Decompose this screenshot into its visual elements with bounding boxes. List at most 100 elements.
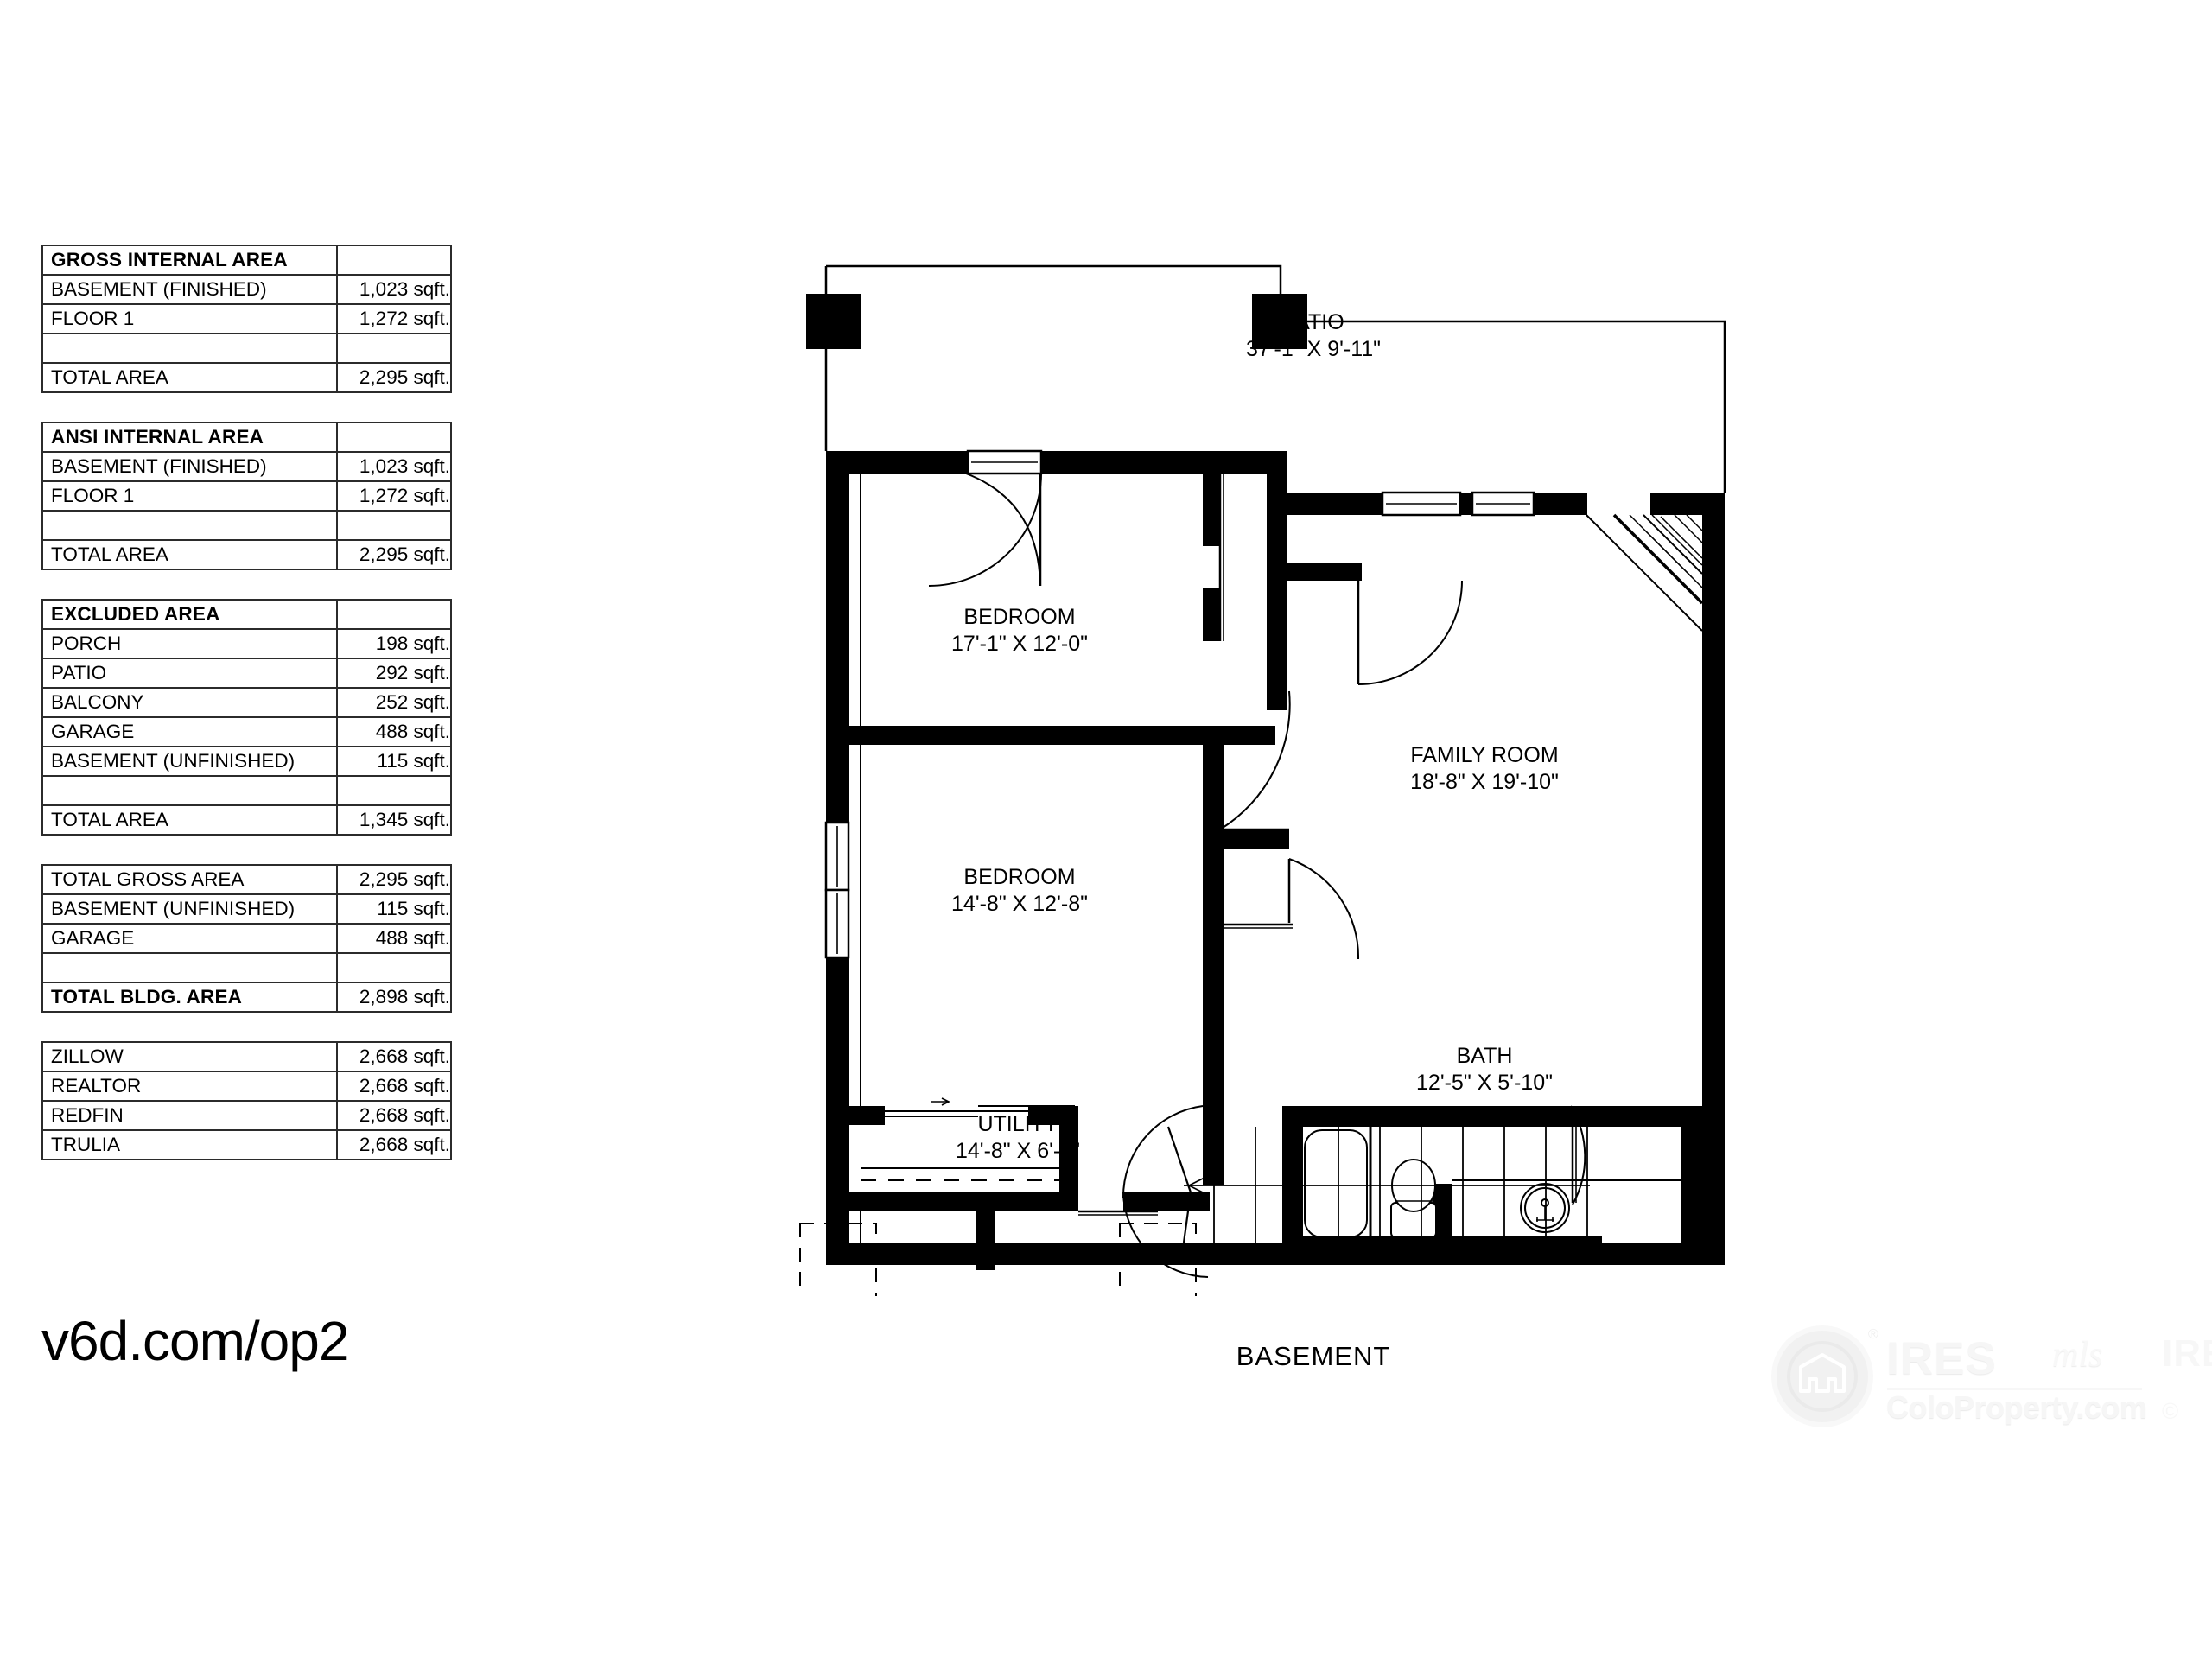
patio-post-right: [1252, 294, 1307, 349]
table-total-building-area: TOTAL GROSS AREA 2,295 sqft. BASEMENT (U…: [41, 864, 452, 1013]
room-label-family-room: FAMILY ROOM 18'-8" X 19'-10": [1410, 742, 1559, 795]
row-label: ANSI INTERNAL AREA: [41, 422, 338, 453]
row-value: [336, 599, 452, 630]
staircase: [1166, 1126, 1590, 1243]
row-value: 198 sqft.: [336, 628, 452, 659]
logo-mls-text: mls: [2052, 1335, 2103, 1375]
row-label: PORCH: [41, 628, 338, 659]
table-row-spacer: [41, 510, 452, 541]
row-value: [336, 510, 452, 541]
row-value: 2,295 sqft.: [336, 539, 452, 570]
row-label: REDFIN: [41, 1100, 338, 1131]
row-value: 2,668 sqft.: [336, 1100, 452, 1131]
patio-post-left: [806, 294, 861, 349]
row-value: 1,023 sqft.: [336, 274, 452, 305]
row-value: [336, 775, 452, 806]
room-dimensions: 14'-8" X 6'-9": [955, 1138, 1081, 1163]
row-value: 252 sqft.: [336, 687, 452, 718]
door-bath: [1570, 1105, 1586, 1205]
badge-ring: [1787, 1341, 1858, 1412]
table-ansi-internal-area: ANSI INTERNAL AREA BASEMENT (FINISHED) 1…: [41, 422, 452, 570]
table-row: EXCLUDED AREA: [41, 599, 452, 630]
door-bedroom2-family: [1224, 858, 1360, 960]
row-value: 1,023 sqft.: [336, 451, 452, 482]
row-value: 2,668 sqft.: [336, 1041, 452, 1072]
bathtub-icon: [1304, 1129, 1368, 1238]
table-row: ZILLOW 2,668 sqft.: [41, 1041, 452, 1072]
table-row: TOTAL BLDG. AREA 2,898 sqft.: [41, 982, 452, 1013]
stair-treads: [1213, 1127, 1588, 1243]
row-label: BASEMENT (FINISHED): [41, 451, 338, 482]
table-row: GROSS INTERNAL AREA: [41, 245, 452, 276]
room-dimensions: 37'-1" X 9'-11": [1245, 336, 1382, 361]
row-label: FLOOR 1: [41, 480, 338, 512]
table-row-spacer: [41, 952, 452, 983]
row-label: BASEMENT (UNFINISHED): [41, 893, 338, 925]
table-row: REALTOR 2,668 sqft.: [41, 1071, 452, 1102]
table-row: FLOOR 1 1,272 sqft.: [41, 303, 452, 334]
row-label: GARAGE: [41, 923, 338, 954]
room-name: BEDROOM: [963, 865, 1076, 889]
room-label-patio: PATIO 37'-1" X 9'-11": [1246, 309, 1381, 362]
room-label-bath: BATH 12'-5" X 5'-10": [1416, 1043, 1553, 1096]
row-label: TOTAL GROSS AREA: [41, 864, 338, 895]
table-row: BALCONY 252 sqft.: [41, 687, 452, 718]
row-label: BASEMENT (UNFINISHED): [41, 746, 338, 777]
table-row: TOTAL GROSS AREA 2,295 sqft.: [41, 864, 452, 895]
source-url-text: v6d.com/op2: [41, 1310, 349, 1372]
room-label-utility: UTILITY 14'-8" X 6'-9": [956, 1111, 1080, 1164]
row-value: 488 sqft.: [336, 923, 452, 954]
table-excluded-area: EXCLUDED AREA PORCH 198 sqft. PATIO 292 …: [41, 599, 452, 836]
row-label: [41, 775, 338, 806]
basement-floorplan-drawing: [778, 242, 1745, 1296]
doors: [880, 473, 1586, 1278]
row-value: [336, 333, 452, 364]
room-name: PATIO: [1282, 310, 1344, 334]
furnace-outline: [799, 1223, 877, 1296]
row-value: [336, 952, 452, 983]
logo-site-text: ColoProperty.com: [1886, 1389, 2147, 1425]
table-row: REDFIN 2,668 sqft.: [41, 1100, 452, 1131]
door-bedroom1-patio: [928, 473, 1042, 587]
closet-shelf: [861, 1167, 1063, 1181]
row-value: 2,668 sqft.: [336, 1129, 452, 1160]
stair-break-line: [1166, 1126, 1192, 1243]
row-label: EXCLUDED AREA: [41, 599, 338, 630]
room-name: UTILITY: [977, 1112, 1058, 1136]
room-name: FAMILY ROOM: [1410, 743, 1559, 767]
row-label: [41, 333, 338, 364]
table-portal-areas: ZILLOW 2,668 sqft. REALTOR 2,668 sqft. R…: [41, 1041, 452, 1160]
room-dimensions: 12'-5" X 5'-10": [1416, 1070, 1553, 1095]
row-label: BALCONY: [41, 687, 338, 718]
row-label: FLOOR 1: [41, 303, 338, 334]
row-value: 1,272 sqft.: [336, 480, 452, 512]
row-value: 2,668 sqft.: [336, 1071, 452, 1102]
registered-mark: ®: [1868, 1327, 1878, 1342]
door-bedroom1-family: [1219, 690, 1291, 834]
table-row-spacer: [41, 333, 452, 364]
row-label: TOTAL BLDG. AREA: [41, 982, 338, 1013]
utility-equipment: [799, 1223, 1197, 1296]
table-row: ANSI INTERNAL AREA: [41, 422, 452, 453]
room-name: BATH: [1456, 1044, 1513, 1068]
table-row: PORCH 198 sqft.: [41, 628, 452, 659]
stair-arrow-head: [1188, 1176, 1207, 1195]
row-label: [41, 510, 338, 541]
table-gross-internal-area: GROSS INTERNAL AREA BASEMENT (FINISHED) …: [41, 245, 452, 393]
table-row: TOTAL AREA 2,295 sqft.: [41, 539, 452, 570]
row-label: TRULIA: [41, 1129, 338, 1160]
row-label: [41, 952, 338, 983]
door-bedroom1-closet: [1218, 474, 1224, 641]
row-value: 115 sqft.: [336, 746, 452, 777]
table-row: BASEMENT (UNFINISHED) 115 sqft.: [41, 893, 452, 925]
row-value: [336, 422, 452, 453]
window-well-stairs: [1586, 513, 1704, 632]
room-label-bedroom-2: BEDROOM 14'-8" X 12'-8": [951, 864, 1088, 917]
row-value: 1,345 sqft.: [336, 804, 452, 836]
row-value: 292 sqft.: [336, 658, 452, 689]
row-label: TOTAL AREA: [41, 362, 338, 393]
table-row: GARAGE 488 sqft.: [41, 716, 452, 747]
row-value: 1,272 sqft.: [336, 303, 452, 334]
row-label: GARAGE: [41, 716, 338, 747]
